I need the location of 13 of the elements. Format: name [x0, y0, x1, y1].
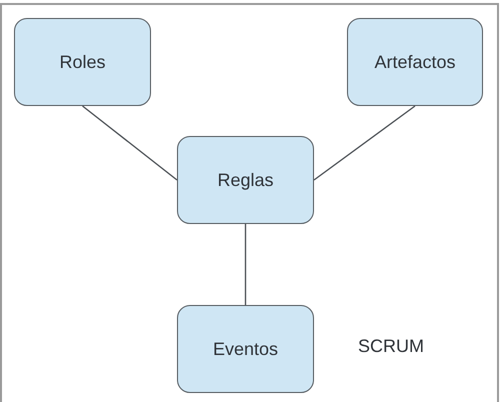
frame-border [0, 3, 499, 402]
process-box [347, 18, 483, 106]
connector-line [314, 105, 416, 181]
box-label: Artefactos [374, 52, 456, 72]
connector-line [244, 224, 246, 305]
box-label: Eventos [212, 338, 278, 360]
process-box [177, 305, 314, 393]
process-box [14, 18, 151, 106]
box-label: Roles [59, 52, 106, 72]
frame-label: SCRUM [358, 336, 424, 357]
box-label: Reglas [217, 170, 274, 190]
process-box [177, 136, 314, 224]
connector-line [82, 105, 178, 181]
